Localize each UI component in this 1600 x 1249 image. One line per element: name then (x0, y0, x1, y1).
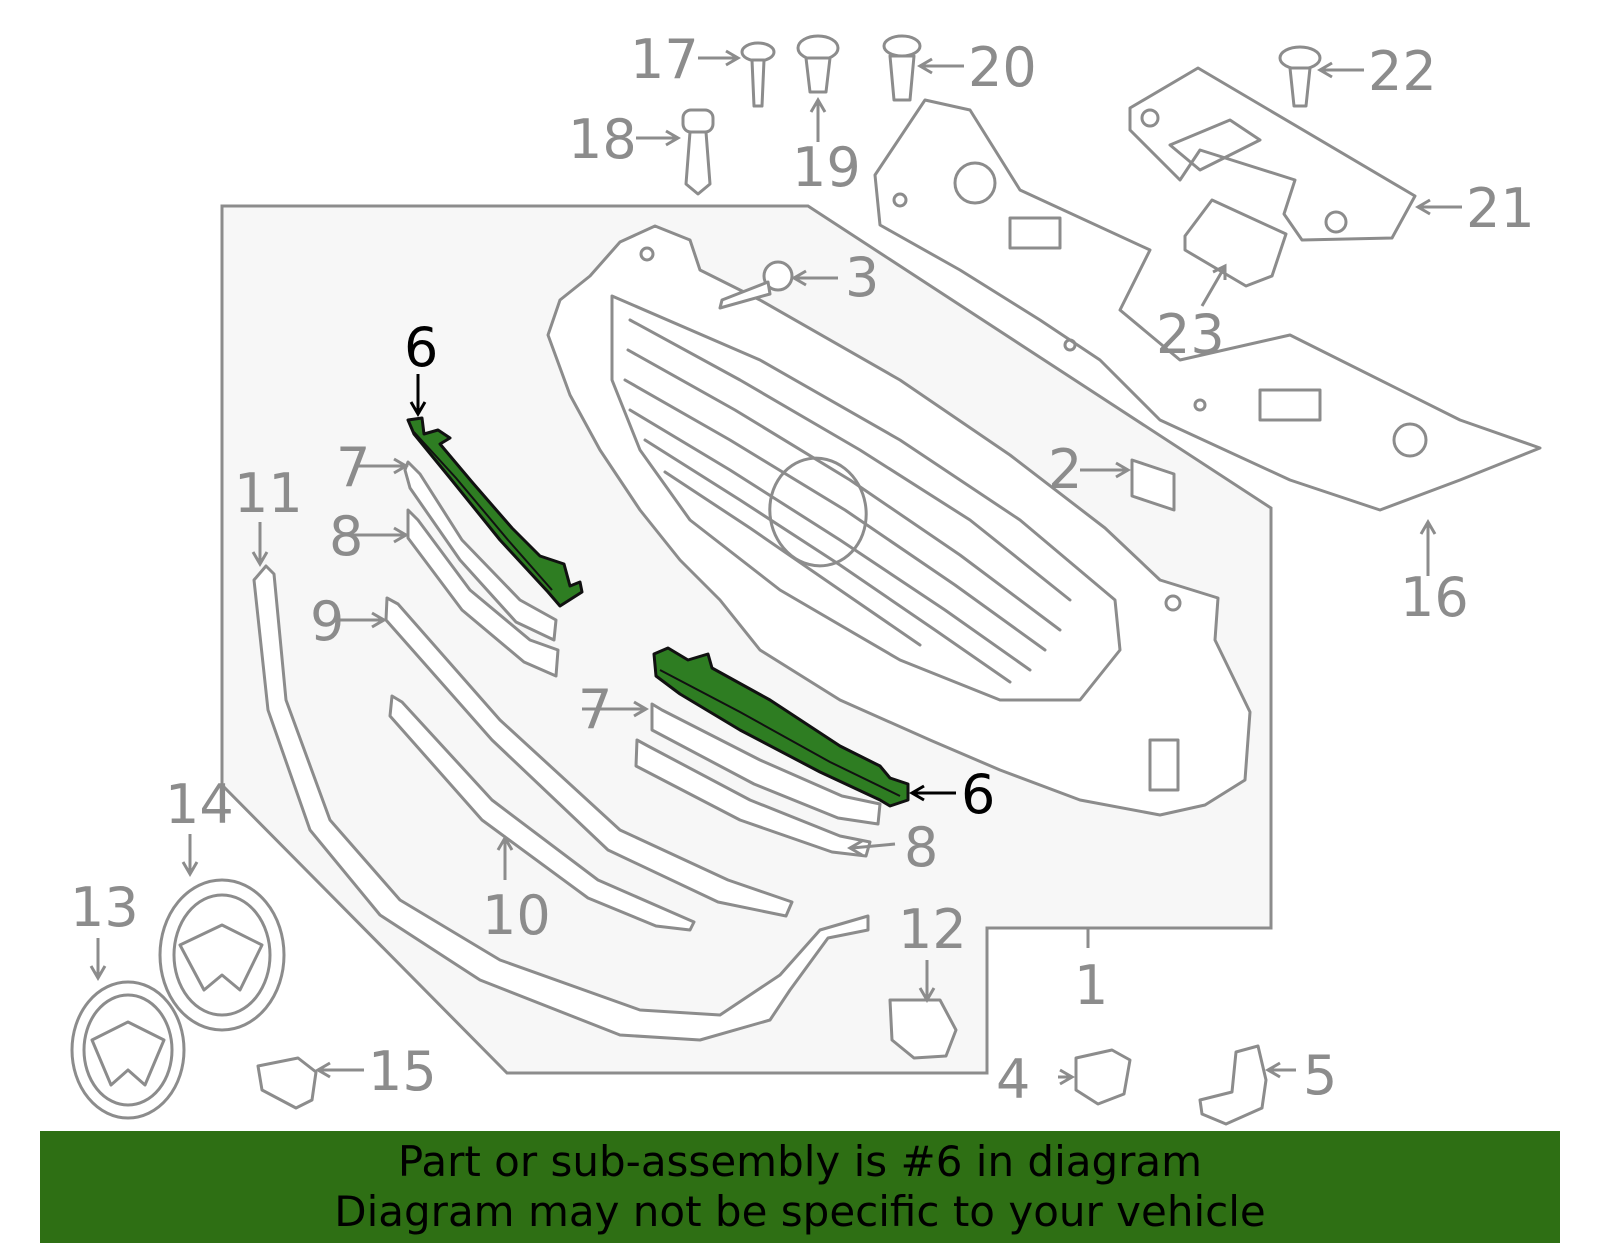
molding-8-right-part (634, 738, 872, 858)
callout-6-lower: 6 (961, 763, 995, 826)
callout-9: 9 (310, 590, 344, 653)
emblem-13-part (70, 980, 186, 1120)
molding-10-part (388, 694, 696, 932)
clip-4-part (1074, 1048, 1132, 1106)
callout-1: 1 (1074, 954, 1108, 1017)
callout-3: 3 (845, 246, 879, 309)
clip-19-part (796, 34, 840, 94)
banner-line-1: Part or sub-assembly is #6 in diagram (397, 1137, 1203, 1186)
callout-4: 4 (996, 1048, 1030, 1111)
radiator-support-part (873, 98, 1542, 512)
assembly-panel (220, 204, 1273, 1075)
screw-3-part (718, 260, 794, 310)
part-6-lower (652, 646, 910, 808)
leader-lines (89, 49, 1462, 1086)
molding-7-right-part (650, 702, 882, 826)
callout-13: 13 (70, 876, 139, 939)
callout-8-right: 8 (904, 816, 938, 879)
callout-21: 21 (1466, 177, 1535, 240)
callout-6-upper: 6 (404, 316, 438, 379)
callout-7-right: 7 (578, 678, 612, 741)
clip-18-part (681, 108, 715, 196)
callout-14: 14 (165, 773, 234, 836)
grille-frame-part (546, 224, 1252, 817)
molding-7-left-part (403, 460, 558, 642)
callout-2: 2 (1048, 438, 1082, 501)
callout-12: 12 (898, 898, 967, 961)
block-part (1183, 198, 1288, 288)
callout-11: 11 (234, 462, 303, 525)
part-6-upper (406, 416, 584, 608)
callout-18: 18 (568, 108, 637, 171)
clip-15-part (256, 1056, 318, 1110)
callout-19: 19 (792, 136, 861, 199)
clip-20-part (882, 34, 922, 102)
leader-lines-part-6 (409, 374, 956, 802)
lower-bezel-part (252, 564, 870, 1042)
callout-7-left: 7 (336, 436, 370, 499)
callout-8-left: 8 (329, 505, 363, 568)
callout-15: 15 (368, 1040, 437, 1103)
callout-23: 23 (1156, 303, 1225, 366)
callout-20: 20 (968, 36, 1037, 99)
clip-2-part (1130, 458, 1176, 512)
clip-22-part (1278, 45, 1322, 108)
info-banner: Part or sub-assembly is #6 in diagram Di… (40, 1131, 1560, 1243)
callout-17: 17 (630, 28, 699, 91)
callout-5: 5 (1303, 1044, 1337, 1107)
molding-8-left-part (406, 508, 560, 678)
molding-9-part (384, 596, 794, 918)
banner-line-2: Diagram may not be specific to your vehi… (334, 1187, 1266, 1236)
bracket-12-part (888, 998, 958, 1060)
emblem-14-part (158, 878, 286, 1032)
screw-17-part (740, 41, 776, 108)
callout-10: 10 (482, 884, 551, 947)
cover-plate-part (1128, 66, 1417, 242)
callout-16: 16 (1400, 566, 1469, 629)
callout-22: 22 (1368, 40, 1437, 103)
bracket-5-part (1198, 1044, 1268, 1126)
